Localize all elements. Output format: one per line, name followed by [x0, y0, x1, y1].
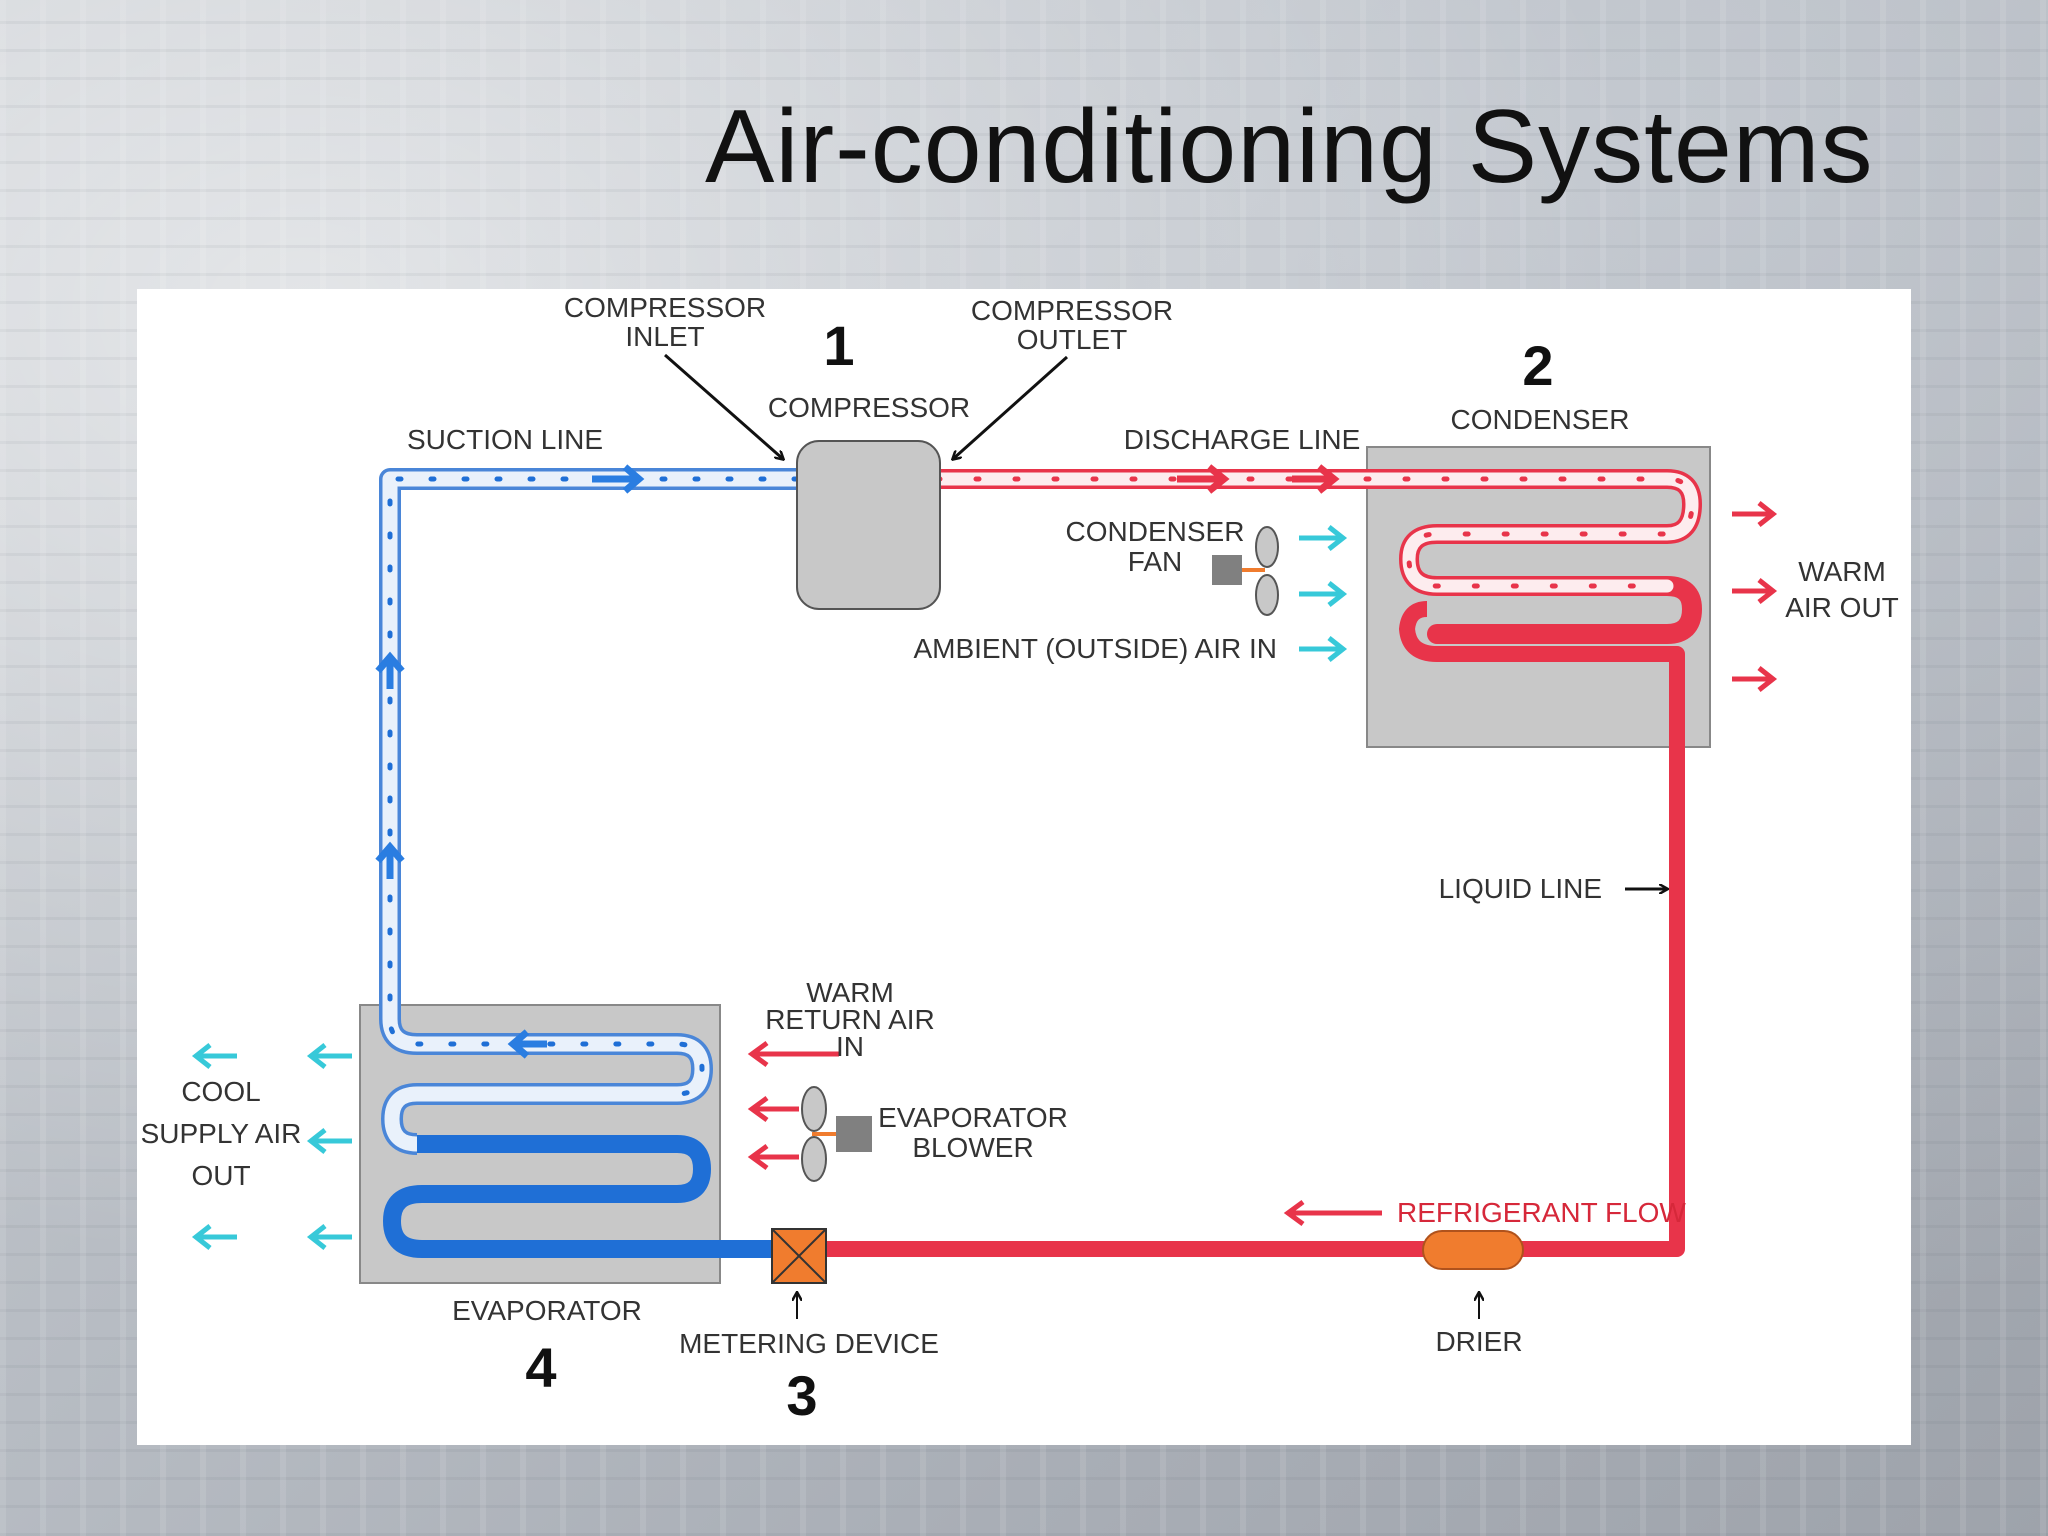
compressor-inlet-label-1: COMPRESSOR [564, 292, 766, 323]
liquid-line-label: LIQUID LINE [1439, 873, 1602, 904]
suction-line-label: SUCTION LINE [407, 424, 603, 455]
step-number-4: 4 [525, 1336, 556, 1399]
refrigeration-cycle-diagram: 1 2 3 4 COMPRESSOR INLET COMPRESSOR OUTL… [141, 292, 1899, 1427]
compressor-inlet-pointer [664, 353, 783, 459]
compressor-outlet-label-1: COMPRESSOR [971, 295, 1173, 326]
suction-up-arrow-2 [375, 841, 405, 879]
diagram-panel: 1 2 3 4 COMPRESSOR INLET COMPRESSOR OUTL… [137, 289, 1911, 1445]
compressor-body [796, 440, 941, 610]
suction-up-arrow [375, 651, 405, 689]
return-air-in-arrows [747, 1040, 839, 1171]
refrigerant-flow-arrow [1283, 1199, 1382, 1227]
suction-flow-arrow [592, 464, 645, 494]
compressor-outlet-pointer [953, 355, 1069, 459]
metering-device-label: METERING DEVICE [679, 1328, 939, 1359]
condenser-label: CONDENSER [1451, 404, 1630, 435]
step-number-1: 1 [823, 314, 854, 377]
metering-device [771, 1228, 827, 1284]
warm-air-out-arrows [1732, 501, 1778, 692]
step-number-3: 3 [786, 1364, 817, 1427]
evaporator-blower-icon [801, 1086, 872, 1182]
drier-label: DRIER [1435, 1326, 1522, 1357]
cool-air-out-arrows [191, 1043, 352, 1250]
step-number-2: 2 [1522, 334, 1553, 397]
discharge-flow-arrow [1177, 464, 1230, 494]
warm-return-air-label-1: WARM [806, 977, 894, 1008]
refrigerant-flow-label: REFRIGERANT FLOW [1397, 1197, 1686, 1228]
condenser-fan-icon [1212, 526, 1279, 616]
discharge-flow-arrow-2 [1292, 464, 1340, 494]
drier [1422, 1230, 1524, 1270]
cool-supply-air-label-2: SUPPLY AIR [141, 1118, 302, 1149]
evaporator-blower-label-1: EVAPORATOR [878, 1102, 1068, 1133]
discharge-line-label: DISCHARGE LINE [1124, 424, 1361, 455]
condenser-box [1366, 446, 1711, 748]
warm-return-air-label-2: RETURN AIR [765, 1004, 935, 1035]
evaporator-coil [383, 1135, 777, 1258]
evaporator-label: EVAPORATOR [452, 1295, 642, 1326]
condenser-fan-label-2: FAN [1128, 546, 1182, 577]
compressor-label: COMPRESSOR [768, 392, 970, 423]
liquid-line-tube [827, 601, 1685, 1257]
compressor-outlet-label-2: OUTLET [1017, 324, 1127, 355]
warm-air-out-label-2: AIR OUT [1785, 592, 1899, 623]
ambient-air-arrows [1299, 525, 1348, 662]
evaporator-blower-label-2: BLOWER [912, 1132, 1033, 1163]
cool-supply-air-label-3: OUT [191, 1160, 250, 1191]
ambient-air-label: AMBIENT (OUTSIDE) AIR IN [913, 633, 1277, 664]
cool-supply-air-label-1: COOL [181, 1076, 260, 1107]
compressor-inlet-label-2: INLET [625, 321, 704, 352]
slide-title: Air-conditioning Systems [705, 89, 1874, 205]
warm-return-air-label-3: IN [836, 1031, 864, 1062]
evaporator-flow-arrow [507, 1029, 547, 1059]
condenser-fan-label-1: CONDENSER [1066, 516, 1245, 547]
warm-air-out-label-1: WARM [1798, 556, 1886, 587]
